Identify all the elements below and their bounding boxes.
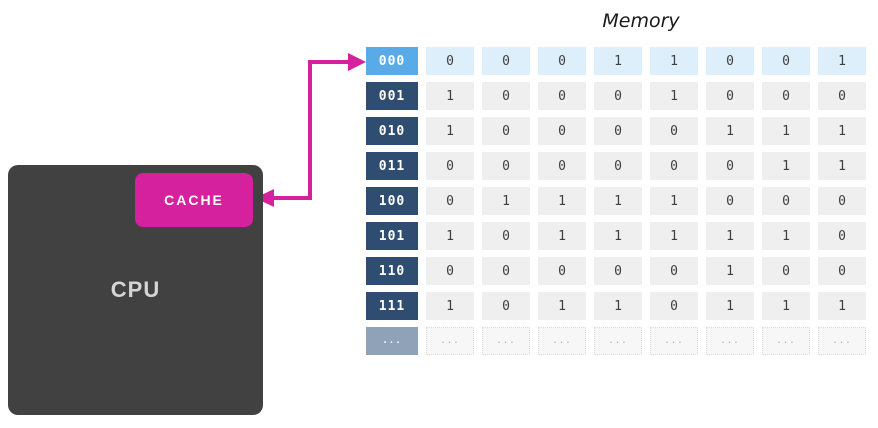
- bit-cell: 0: [594, 257, 642, 285]
- bit-cell: 0: [594, 152, 642, 180]
- address-cell: 100: [366, 187, 418, 215]
- bit-cell: 1: [762, 222, 810, 250]
- address-cell: ...: [366, 327, 418, 355]
- bit-cell: ...: [426, 327, 474, 355]
- cache-box: CACHE: [135, 173, 253, 227]
- bit-cell: 0: [818, 222, 866, 250]
- address-cell: 111: [366, 292, 418, 320]
- bit-cell: 1: [538, 187, 586, 215]
- bit-cell: 1: [538, 222, 586, 250]
- arrow-line: [272, 60, 350, 200]
- bit-cell: 0: [818, 187, 866, 215]
- bit-cell: 1: [594, 222, 642, 250]
- bit-cell: 0: [762, 47, 810, 75]
- bit-cell: ...: [482, 327, 530, 355]
- cache-label: CACHE: [164, 192, 224, 208]
- bit-cell: 0: [482, 82, 530, 110]
- memory-row-ellipsis: ...........................: [366, 327, 866, 355]
- bit-cell: 0: [818, 257, 866, 285]
- bit-cell: 1: [426, 117, 474, 145]
- bit-cell: ...: [706, 327, 754, 355]
- bit-cell: 1: [650, 222, 698, 250]
- bit-cell: 1: [706, 222, 754, 250]
- cpu-box: CPU CACHE: [8, 165, 263, 415]
- address-cell: 000: [366, 47, 418, 75]
- bit-cell: 1: [650, 187, 698, 215]
- bit-cell: 1: [650, 47, 698, 75]
- bit-cell: 1: [818, 152, 866, 180]
- bit-cell: ...: [818, 327, 866, 355]
- bit-cell: 0: [650, 117, 698, 145]
- bit-cell: 1: [426, 222, 474, 250]
- bit-cell: 1: [762, 117, 810, 145]
- bit-cell: 1: [594, 292, 642, 320]
- bit-cell: 0: [538, 257, 586, 285]
- address-cell: 011: [366, 152, 418, 180]
- bit-cell: 1: [818, 47, 866, 75]
- bit-cell: 0: [426, 187, 474, 215]
- bit-cell: ...: [538, 327, 586, 355]
- bit-cell: 0: [706, 47, 754, 75]
- bit-cell: 0: [482, 152, 530, 180]
- address-cell: 010: [366, 117, 418, 145]
- bit-cell: 0: [650, 292, 698, 320]
- bit-cell: 0: [762, 187, 810, 215]
- bit-cell: 0: [706, 187, 754, 215]
- bit-cell: 1: [706, 117, 754, 145]
- address-cell: 001: [366, 82, 418, 110]
- bit-cell: 0: [538, 117, 586, 145]
- bit-cell: 0: [650, 257, 698, 285]
- cpu-label: CPU: [110, 277, 161, 302]
- bit-cell: 0: [482, 47, 530, 75]
- bit-cell: 0: [706, 82, 754, 110]
- bit-cell: 0: [538, 152, 586, 180]
- bit-cell: 0: [762, 82, 810, 110]
- bit-cell: 0: [706, 152, 754, 180]
- bit-cell: 1: [706, 292, 754, 320]
- bit-cell: 1: [706, 257, 754, 285]
- bit-cell: 0: [426, 152, 474, 180]
- arrowhead-right-icon: [348, 53, 366, 71]
- bit-cell: 0: [482, 117, 530, 145]
- bit-cell: 0: [482, 222, 530, 250]
- bit-cell: 1: [538, 292, 586, 320]
- bit-cell: 0: [594, 117, 642, 145]
- bit-cell: 0: [762, 257, 810, 285]
- bit-cell: 0: [482, 292, 530, 320]
- bit-cell: 1: [426, 292, 474, 320]
- bit-cell: ...: [650, 327, 698, 355]
- bit-cell: 0: [594, 82, 642, 110]
- bit-cell: 0: [426, 47, 474, 75]
- bit-cell: 0: [538, 82, 586, 110]
- bit-cell: 0: [426, 257, 474, 285]
- bit-cell: 0: [650, 152, 698, 180]
- bit-cell: ...: [762, 327, 810, 355]
- address-cell: 110: [366, 257, 418, 285]
- bit-cell: 1: [650, 82, 698, 110]
- memory-title: Memory: [602, 10, 680, 32]
- bit-cell: 1: [818, 117, 866, 145]
- bit-cell: 0: [538, 47, 586, 75]
- bit-cell: ...: [594, 327, 642, 355]
- bit-cell: 1: [762, 152, 810, 180]
- bit-cell: 1: [426, 82, 474, 110]
- bit-cell: 1: [818, 292, 866, 320]
- bit-cell: 1: [482, 187, 530, 215]
- bit-cell: 1: [762, 292, 810, 320]
- bit-cell: 0: [818, 82, 866, 110]
- bit-cell: 1: [594, 187, 642, 215]
- address-cell: 101: [366, 222, 418, 250]
- bit-cell: 0: [482, 257, 530, 285]
- bit-cell: 1: [594, 47, 642, 75]
